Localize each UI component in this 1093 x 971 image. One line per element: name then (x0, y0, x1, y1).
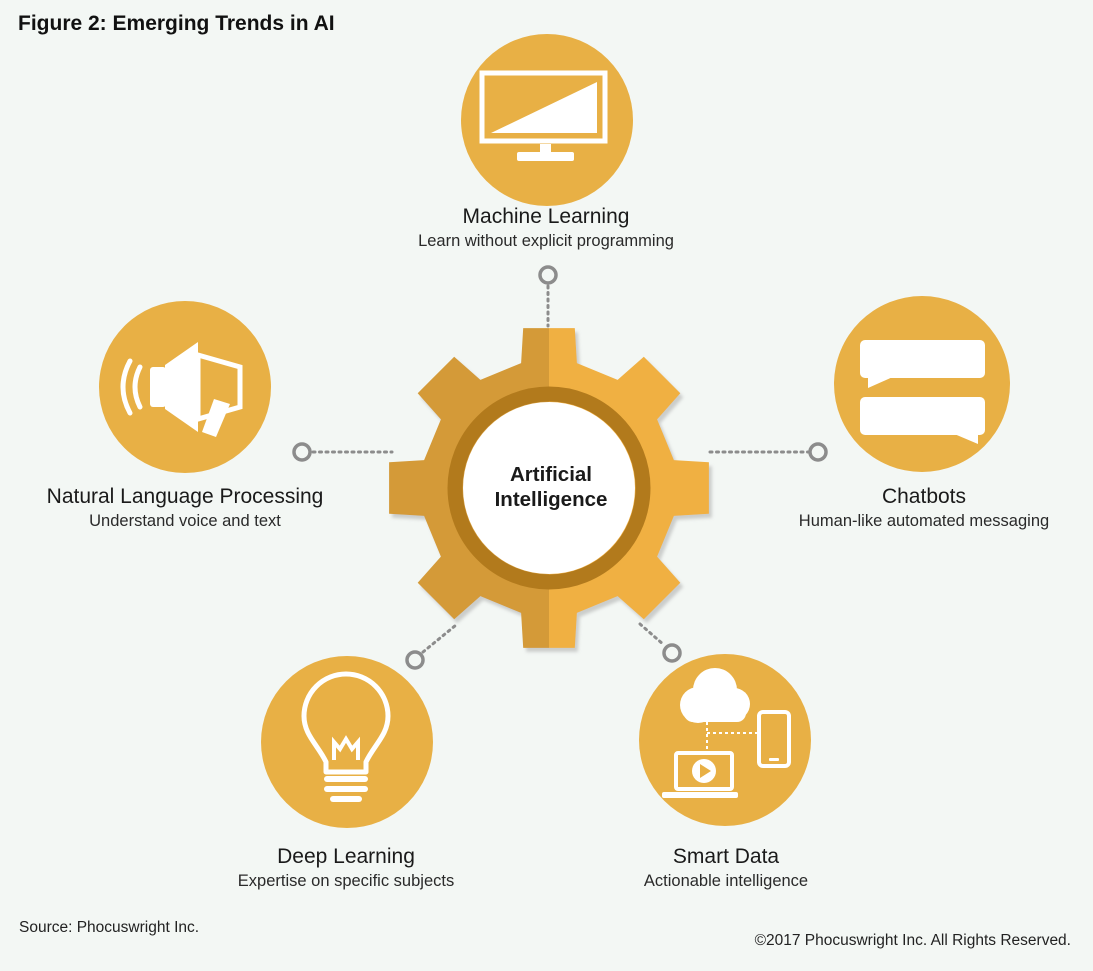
chat-bubbles-icon (860, 340, 985, 444)
node-name: Machine Learning (462, 205, 630, 228)
node-desc: Actionable intelligence (643, 872, 809, 890)
node-desc: Human-like automated messaging (798, 512, 1050, 530)
label-smart-data: Smart Data Actionable intelligence (644, 845, 808, 891)
center-label-line2: Intelligence (494, 488, 608, 511)
gear-hub (463, 402, 635, 574)
lightbulb-icon (301, 671, 391, 802)
node-desc: Understand voice and text (89, 512, 281, 530)
connectors (311, 284, 810, 654)
figure-title: Figure 2: Emerging Trends in AI (18, 12, 335, 35)
center-label-line1: Artificial (509, 463, 593, 486)
node-name: Chatbots (881, 485, 967, 508)
monitor-icon (479, 70, 608, 161)
node-chatbots (834, 296, 1010, 472)
connector-dot-machine-learning (538, 265, 558, 285)
node-deep-learning (261, 656, 433, 828)
node-machine-learning (461, 34, 633, 206)
source-note: Source: Phocuswright Inc. (19, 919, 200, 936)
connector-dot-nlp (292, 442, 312, 462)
node-name: Natural Language Processing (46, 485, 324, 508)
connector-deep-learning (421, 623, 458, 654)
node-natural-language-processing (99, 301, 271, 473)
node-name: Smart Data (672, 845, 780, 868)
node-desc: Expertise on specific subjects (237, 872, 455, 890)
connector-dot-chatbots (808, 442, 828, 462)
center-label: Artificial Intelligence (495, 462, 608, 512)
label-deep-learning: Deep Learning Expertise on specific subj… (238, 845, 454, 891)
label-machine-learning: Machine Learning Learn without explicit … (418, 205, 674, 251)
megaphone-icon (120, 342, 243, 437)
gear-icon (389, 328, 709, 648)
node-name: Deep Learning (277, 845, 415, 868)
connector-dot-deep-learning (405, 650, 425, 670)
label-natural-language-processing: Natural Language Processing Understand v… (47, 485, 324, 531)
connector-dots (292, 265, 828, 670)
node-circle-chatbots (834, 296, 1010, 472)
cloud-devices-icon (662, 668, 791, 798)
label-chatbots: Chatbots Human-like automated messaging (799, 485, 1049, 531)
node-desc: Learn without explicit programming (418, 232, 674, 250)
connector-smart-data (638, 622, 666, 647)
copyright-note: ©2017 Phocuswright Inc. All Rights Reser… (754, 932, 1071, 949)
gear-ring (447, 386, 651, 590)
node-smart-data (639, 654, 811, 826)
connector-dot-smart-data (662, 643, 682, 663)
